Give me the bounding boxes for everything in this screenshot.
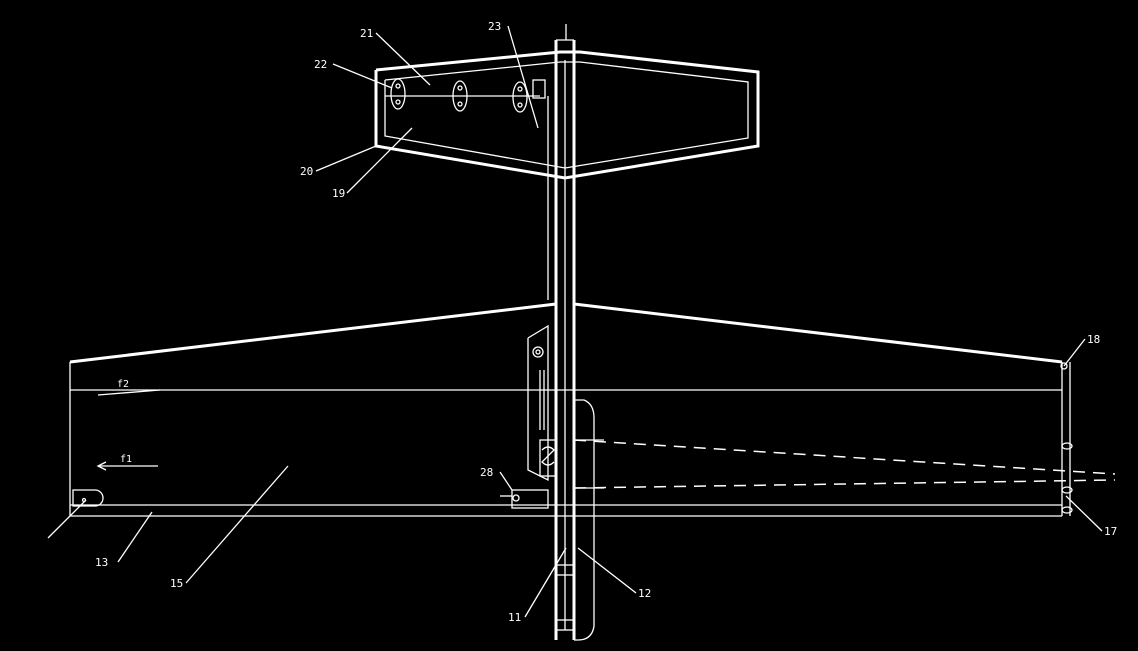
- control-horns: [390, 78, 546, 113]
- fuselage-boom: [554, 24, 576, 640]
- label-15: 15: [170, 577, 183, 590]
- control-cables: [573, 362, 1116, 514]
- tail-plane: [374, 50, 760, 300]
- reference-labels: 21 22 23 20 19 18 f2 f1 28 17 13 15 12 1…: [95, 20, 1117, 624]
- label-28: 28: [480, 466, 493, 479]
- label-11: 11: [508, 611, 521, 624]
- label-f1: f1: [120, 454, 132, 465]
- label-20: 20: [300, 165, 313, 178]
- label-19: 19: [332, 187, 345, 200]
- label-21: 21: [360, 27, 373, 40]
- label-13: 13: [95, 556, 108, 569]
- label-23: 23: [488, 20, 501, 33]
- flow-arrows: [96, 389, 161, 471]
- label-12: 12: [638, 587, 651, 600]
- fairing-bracket: [500, 324, 595, 641]
- label-f2: f2: [117, 379, 129, 390]
- main-wing: [69, 302, 1071, 517]
- label-22: 22: [314, 58, 327, 71]
- leader-lines: [47, 25, 1103, 618]
- label-18: 18: [1087, 333, 1100, 346]
- label-17: 17: [1104, 525, 1117, 538]
